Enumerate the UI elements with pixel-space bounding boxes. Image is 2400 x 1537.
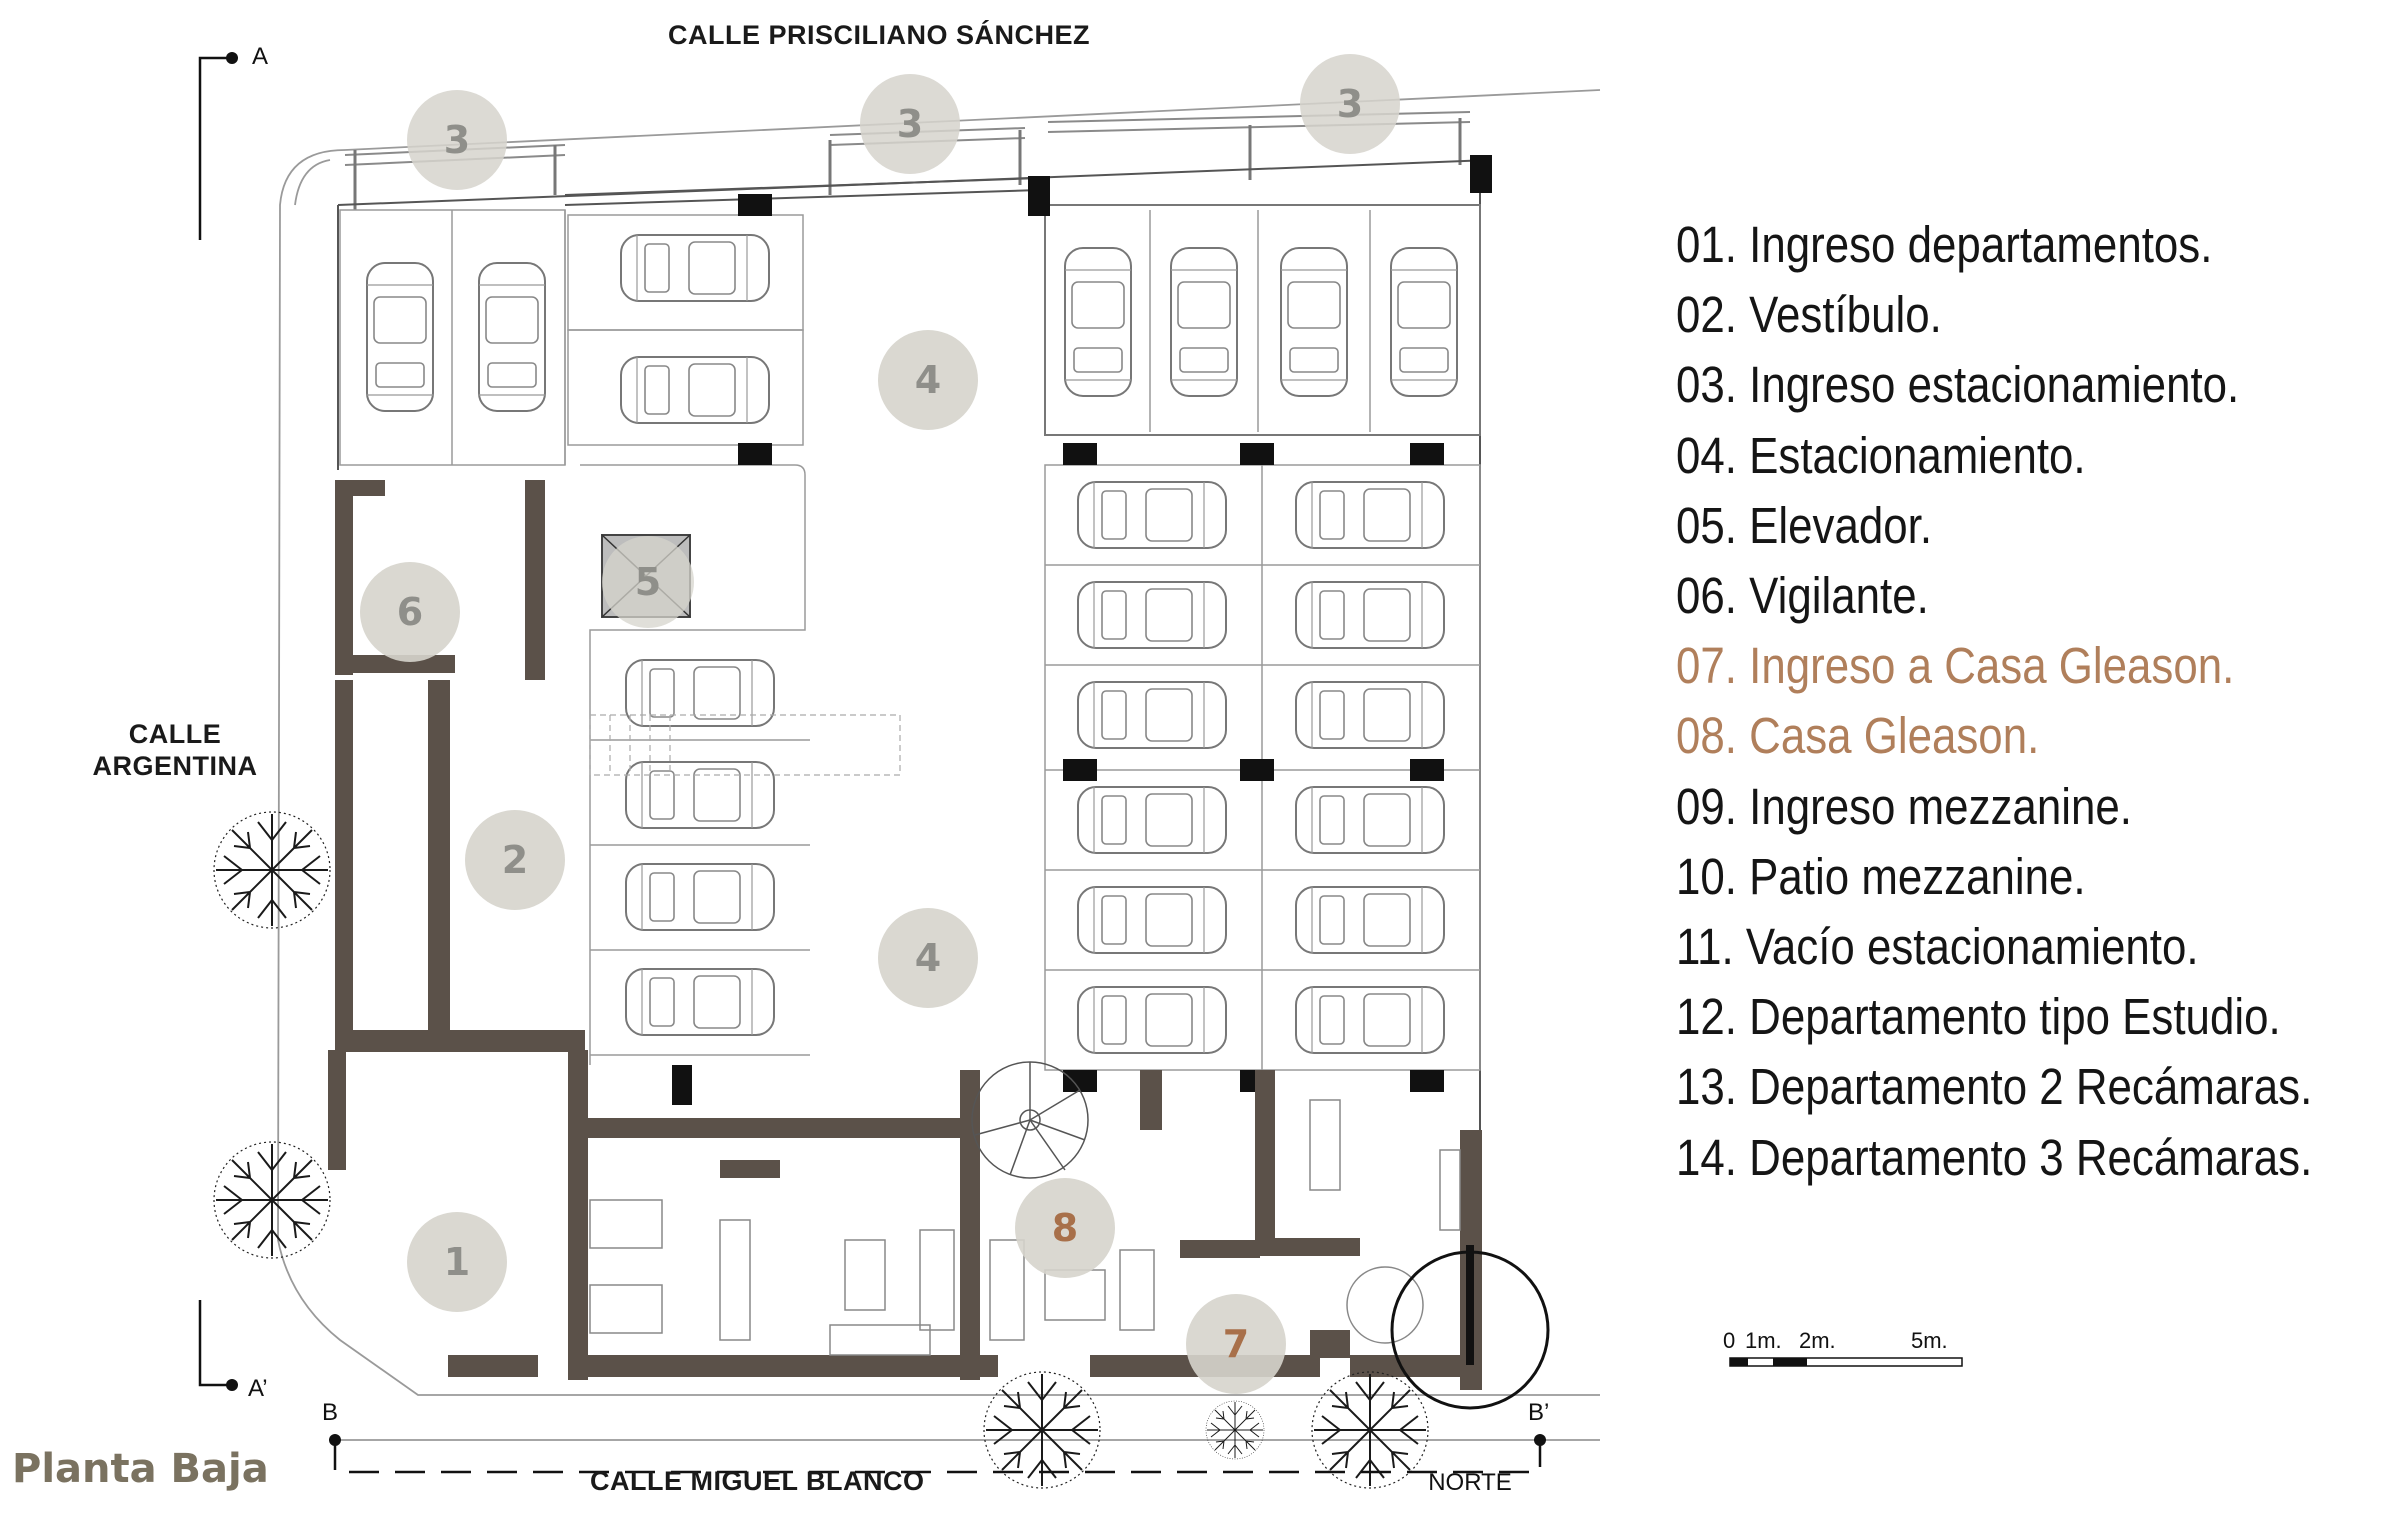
scale-label-5: 5m. (1911, 1328, 1948, 1353)
scale-bar-svg: 0 1m. 2m. 5m. (1723, 1328, 1963, 1367)
legend-item: 02. Vestíbulo. (1676, 286, 1942, 344)
legend-item: 14. Departamento 3 Recámaras. (1676, 1128, 2313, 1186)
legend-item: 09. Ingreso mezzanine. (1676, 777, 2132, 835)
legend-item: 03. Ingreso estacionamiento. (1676, 356, 2240, 414)
scale-label-0: 0 (1723, 1328, 1735, 1353)
badge-3c: 3 (1337, 82, 1363, 126)
car-stall (1064, 247, 1458, 397)
legend-item: 07. Ingreso a Casa Gleason. (1676, 637, 2235, 695)
section-marker-a: A (252, 43, 268, 70)
street-south: CALLE MIGUEL BLANCO (590, 1466, 925, 1496)
badge-4a: 4 (915, 358, 941, 402)
legend-item: 10. Patio mezzanine. (1676, 847, 2086, 905)
legend-item: 13. Departamento 2 Recámaras. (1676, 1058, 2313, 1116)
car-stall (625, 659, 775, 1036)
north-label: NORTE (1428, 1469, 1512, 1496)
badge-3b: 3 (897, 102, 923, 146)
legend-item: 06. Vigilante. (1676, 567, 1929, 625)
room-badges: 3 3 3 4 4 5 6 2 1 8 7 (360, 54, 1400, 1394)
badge-6: 6 (397, 590, 423, 634)
badge-2: 2 (502, 838, 528, 882)
section-marker-a-prime: A’ (248, 1375, 268, 1402)
badge-7: 7 (1223, 1322, 1249, 1366)
plan-title: Planta Baja (12, 1446, 269, 1492)
street-north: CALLE PRISCILIANO SÁNCHEZ (668, 19, 1090, 50)
legend: 01. Ingreso departamentos. 02. Vestíbulo… (1676, 210, 2396, 1193)
north-arrow-icon (1390, 1245, 1550, 1410)
badge-4b: 4 (915, 936, 941, 980)
legend-item: 01. Ingreso departamentos. (1676, 216, 2213, 273)
legend-item: 12. Departamento tipo Estudio. (1676, 988, 2281, 1046)
legend-item: 11. Vacío estacionamiento. (1676, 918, 2199, 976)
scale-label-1: 1m. (1745, 1328, 1782, 1353)
legend-item: 05. Elevador. (1676, 496, 1933, 554)
scale-label-2: 2m. (1799, 1328, 1836, 1353)
section-marker-b-prime: B’ (1528, 1399, 1549, 1426)
legend-item: 08. Casa Gleason. (1676, 707, 2040, 765)
section-line-b (333, 1440, 1542, 1474)
legend-item: 04. Estacionamiento. (1676, 426, 2086, 484)
street-west-line2: ARGENTINA (93, 751, 258, 781)
badge-3a: 3 (444, 118, 470, 162)
street-west-line1: CALLE (129, 719, 222, 749)
section-line-a (198, 56, 228, 1387)
badge-1: 1 (444, 1240, 470, 1284)
badge-8: 8 (1052, 1206, 1078, 1250)
section-marker-b: B (322, 1399, 338, 1426)
floor-plan: NORTE A A’ B B’ CALLE PRISCILIANO SÁNCHE… (12, 19, 1601, 1496)
badge-5: 5 (635, 560, 661, 604)
